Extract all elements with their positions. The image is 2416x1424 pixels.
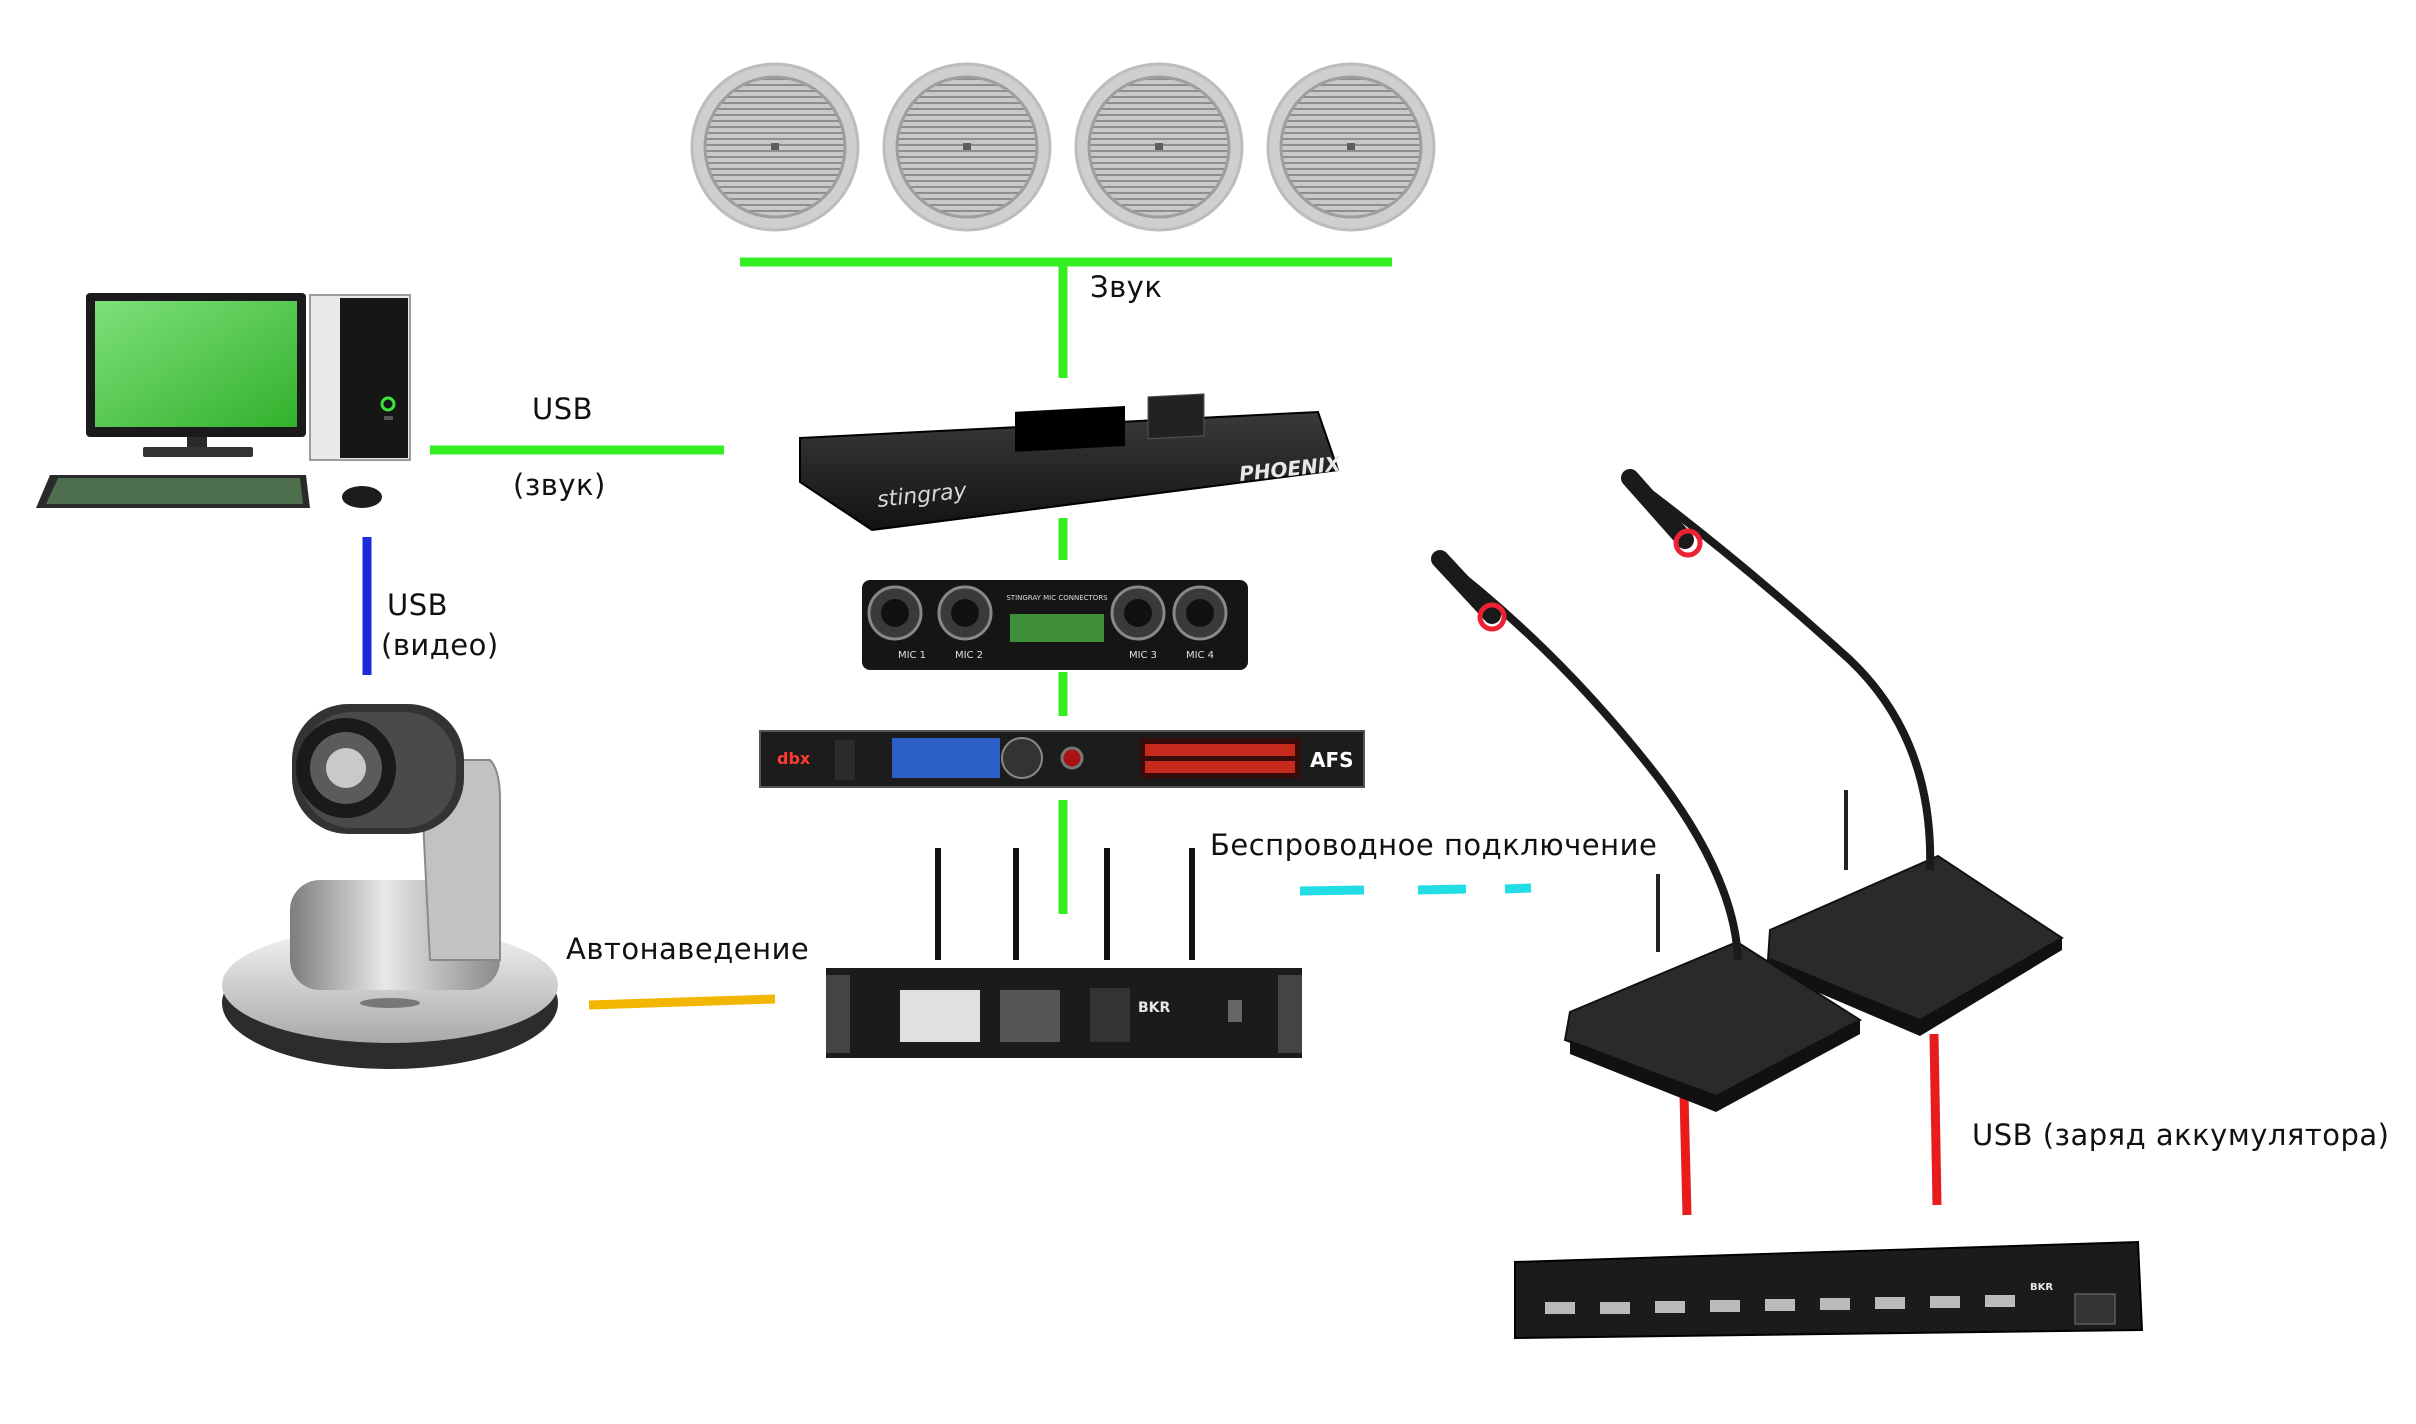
connection-lines bbox=[362, 257, 1942, 1216]
conference-microphone-icon bbox=[1431, 550, 1862, 1112]
mic-label-3: MIC 3 bbox=[1129, 650, 1157, 661]
label-wireless: Беспроводное подключение bbox=[1210, 828, 1658, 862]
afs-brand: dbx bbox=[777, 749, 811, 768]
label-sound: Звук bbox=[1090, 270, 1163, 304]
usb-charger-icon bbox=[1514, 1240, 2144, 1340]
speaker-icon bbox=[1266, 62, 1436, 232]
ceiling-speakers bbox=[690, 62, 1436, 232]
xlr-connector-icon bbox=[937, 585, 993, 641]
mic-connector-box-icon bbox=[862, 580, 1248, 670]
autotracking-line bbox=[588, 994, 776, 1010]
mic-label-1: MIC 1 bbox=[898, 650, 926, 661]
afs-logo: AFS bbox=[1310, 748, 1354, 772]
mic-label-4: MIC 4 bbox=[1186, 650, 1214, 661]
label-usb-charge: USB (заряд аккумулятора) bbox=[1972, 1118, 2390, 1152]
charge-line-right bbox=[1929, 1033, 1942, 1206]
xlr-connector-icon bbox=[1172, 585, 1228, 641]
speaker-icon bbox=[1074, 62, 1244, 232]
label-usb-sound-1: USB bbox=[532, 392, 594, 426]
wireless-dash-2 bbox=[1417, 884, 1467, 895]
ptz-camera-icon bbox=[222, 704, 558, 1069]
label-usb-sound-2: (звук) bbox=[513, 468, 606, 502]
wireless-dash-3 bbox=[1504, 883, 1532, 894]
xlr-connector-icon bbox=[1110, 585, 1166, 641]
mic-connector-title: STINGRAY MIC CONNECTORS bbox=[1006, 594, 1108, 602]
speaker-icon bbox=[882, 62, 1052, 232]
audio-processor-icon bbox=[799, 393, 1340, 532]
wireless-receiver-icon bbox=[826, 848, 1302, 1058]
wireless-brand: BKR bbox=[1138, 1000, 1171, 1016]
conference-microphone-icon bbox=[1621, 469, 2064, 1036]
wireless-dash-1 bbox=[1299, 885, 1365, 896]
label-usb-video-1: USB bbox=[387, 588, 449, 622]
xlr-connector-icon bbox=[867, 585, 923, 641]
computer-icon bbox=[36, 293, 411, 508]
label-usb-video-2: (видео) bbox=[381, 628, 499, 662]
label-autotracking: Автонаведение bbox=[566, 932, 810, 966]
mic-label-2: MIC 2 bbox=[955, 650, 983, 661]
feedback-suppressor-icon bbox=[759, 730, 1365, 788]
charge-line-left bbox=[1679, 1094, 1692, 1216]
speaker-icon bbox=[690, 62, 860, 232]
charger-brand: BKR bbox=[2030, 1282, 2053, 1293]
